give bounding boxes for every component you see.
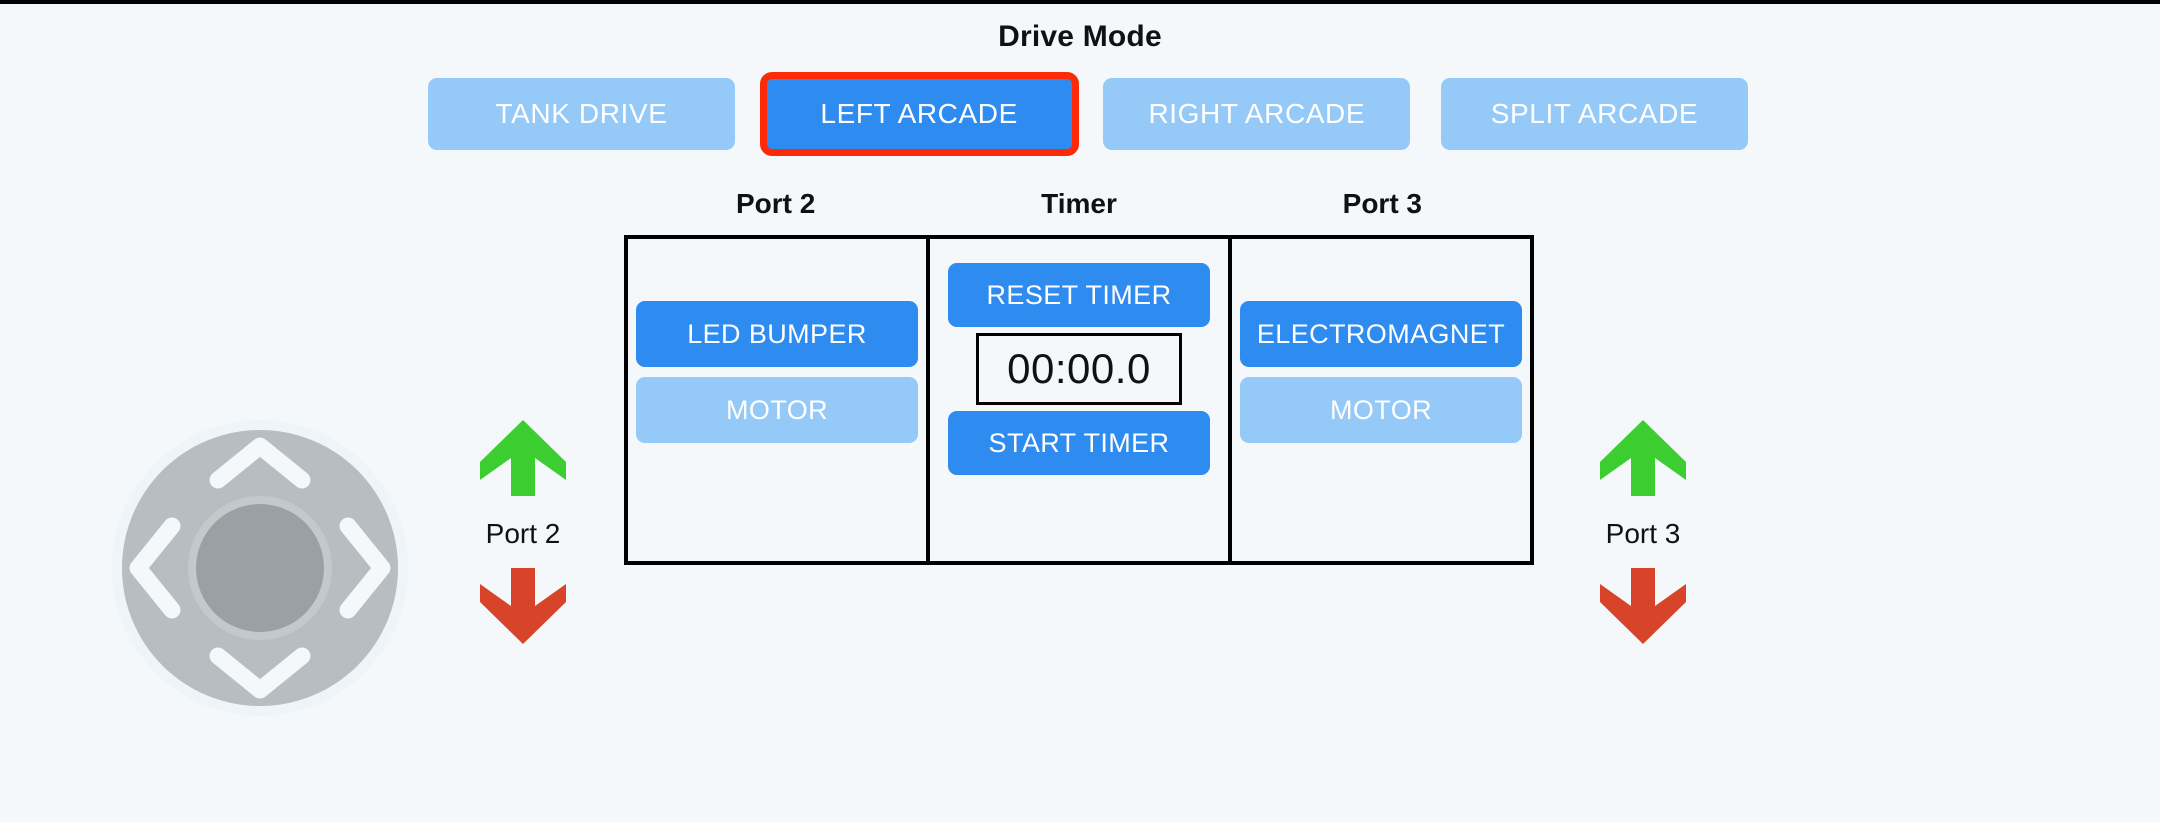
page-title: Drive Mode (998, 20, 1162, 53)
port3-electromagnet-button[interactable]: ELECTROMAGNET (1240, 301, 1522, 367)
timer-display: 00:00.0 (976, 333, 1182, 405)
port3-arrow-down-icon[interactable] (1598, 566, 1688, 646)
control-panel-group: LED BUMPER MOTOR RESET TIMER 00:00.0 STA… (624, 235, 1534, 565)
port3-motor-button[interactable]: MOTOR (1240, 377, 1522, 443)
drive-mode-button-right-arcade[interactable]: RIGHT ARCADE (1103, 78, 1411, 150)
drive-mode-selector: TANK DRIVE LEFT ARCADE RIGHT ARCADE SPLI… (428, 72, 1748, 156)
panel-port3-buttons: ELECTROMAGNET MOTOR (1240, 301, 1522, 443)
port2-motor-button[interactable]: MOTOR (636, 377, 918, 443)
drive-mode-slot-tank: TANK DRIVE (428, 78, 735, 150)
dpad-down-chevron-icon (209, 647, 311, 699)
port2-arrow-column: Port 2 (438, 418, 608, 646)
dpad-right-chevron-icon (339, 517, 391, 619)
start-timer-button[interactable]: START TIMER (948, 411, 1210, 475)
drive-mode-slot-left-arcade: LEFT ARCADE (759, 72, 1079, 156)
drive-mode-slot-right-arcade: RIGHT ARCADE (1103, 78, 1411, 150)
drive-mode-button-tank-drive[interactable]: TANK DRIVE (428, 78, 735, 150)
panel-port3: ELECTROMAGNET MOTOR (1228, 239, 1530, 561)
top-divider (0, 0, 2160, 4)
port2-arrow-down-icon[interactable] (478, 566, 568, 646)
panel-heading-port2: Port 2 (735, 188, 816, 219)
drive-mode-button-left-arcade[interactable]: LEFT ARCADE (759, 72, 1079, 156)
panel-port2: LED BUMPER MOTOR (628, 239, 926, 561)
panel-port2-buttons: LED BUMPER MOTOR (636, 301, 918, 443)
dpad-up-chevron-icon (209, 437, 311, 489)
port3-arrow-up-icon[interactable] (1598, 418, 1688, 498)
panel-heading-timer: Timer (1041, 188, 1117, 219)
port2-arrow-up-icon[interactable] (478, 418, 568, 498)
drive-mode-button-split-arcade[interactable]: SPLIT ARCADE (1440, 78, 1748, 150)
dpad-hub (196, 504, 324, 632)
panel-heading-row: Port 2 Timer Port 3 (624, 188, 1534, 222)
drive-mode-slot-split-arcade: SPLIT ARCADE (1440, 78, 1748, 150)
port3-arrow-column: Port 3 (1558, 418, 1728, 646)
port2-led-bumper-button[interactable]: LED BUMPER (636, 301, 918, 367)
port3-arrow-caption: Port 3 (1605, 518, 1681, 549)
directional-pad[interactable] (110, 418, 410, 718)
reset-timer-button[interactable]: RESET TIMER (948, 263, 1210, 327)
panel-heading-port3: Port 3 (1342, 188, 1422, 219)
port2-arrow-caption: Port 2 (485, 518, 561, 549)
panel-timer-controls: RESET TIMER 00:00.0 START TIMER (948, 263, 1210, 475)
dpad-left-chevron-icon (129, 517, 181, 619)
panel-timer: RESET TIMER 00:00.0 START TIMER (926, 239, 1228, 561)
